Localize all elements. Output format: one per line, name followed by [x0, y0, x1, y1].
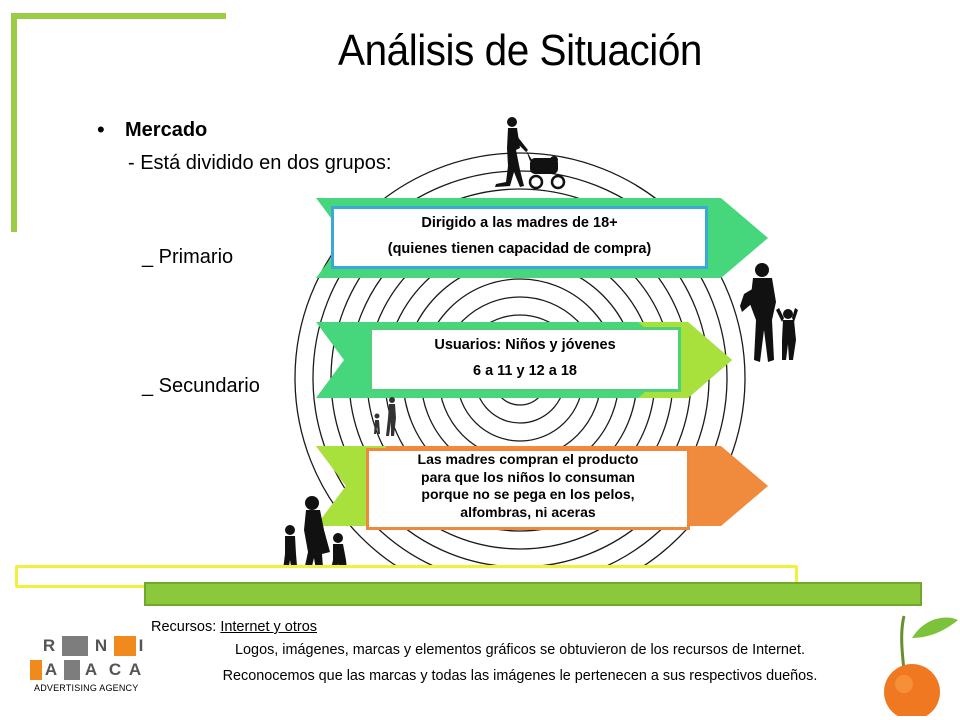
logo-block: [62, 636, 88, 656]
resources-text: Recursos: Internet y otros: [151, 619, 317, 635]
logo-letter: A: [84, 660, 98, 679]
credits-line-1: Logos, imágenes, marcas y elementos gráf…: [235, 641, 805, 658]
logo-letter: A: [128, 660, 142, 679]
logo-letter: C: [108, 660, 122, 679]
corner-frame: [11, 13, 226, 232]
users-box: Usuarios: Niños y jóvenes 6 a 11 y 12 a …: [369, 327, 681, 392]
primary-target-line2: (quienes tienen capacidad de compra): [387, 241, 652, 257]
bullet-dot: •: [97, 117, 105, 142]
logo-letter: R: [42, 636, 56, 655]
secondary-target-line4: alfombras, ni aceras: [460, 503, 596, 520]
market-description: - Está dividido en dos grupos:: [128, 152, 392, 174]
logo-caption: ADVERTISING AGENCY: [34, 683, 139, 693]
logo-block: [114, 636, 136, 656]
green-bar: [144, 582, 922, 606]
family-walking-icon: [374, 397, 396, 436]
primary-label: _ Primario: [142, 246, 234, 268]
logo-block: [64, 660, 80, 680]
secondary-target-line2: para que los niños lo consuman: [421, 468, 635, 485]
users-line2: 6 a 11 y 12 a 18: [472, 363, 577, 379]
agency-logo: R N I A A C A: [30, 636, 143, 696]
secondary-target-box: Las madres compran el producto para que …: [366, 448, 690, 530]
primary-target-box: Dirigido a las madres de 18+ (quienes ti…: [331, 206, 708, 269]
credits-line-2: Reconocemos que las marcas y todas las i…: [222, 667, 818, 684]
users-line1: Usuarios: Niños y jóvenes: [434, 337, 616, 353]
page-title: Análisis de Situación: [338, 26, 702, 75]
logo-letter: I: [138, 636, 144, 655]
logo-letter: N: [94, 636, 108, 655]
market-label: Mercado: [125, 119, 208, 141]
resources-link[interactable]: Internet y otros: [220, 619, 318, 635]
logo-letter: A: [44, 660, 58, 679]
secondary-target-line1: Las madres compran el producto: [417, 451, 639, 467]
secondary-label: _ Secundario: [142, 375, 260, 397]
resources-prefix: Recursos:: [151, 619, 221, 635]
mother-stroller-icon: [495, 117, 566, 190]
mother-child-icon: [740, 263, 798, 362]
secondary-target-line3: porque no se pega en los pelos,: [421, 486, 635, 502]
primary-target-line1: Dirigido a las madres de 18+: [421, 215, 618, 231]
orange-fruit-icon: [884, 615, 958, 716]
logo-block: [30, 660, 42, 680]
